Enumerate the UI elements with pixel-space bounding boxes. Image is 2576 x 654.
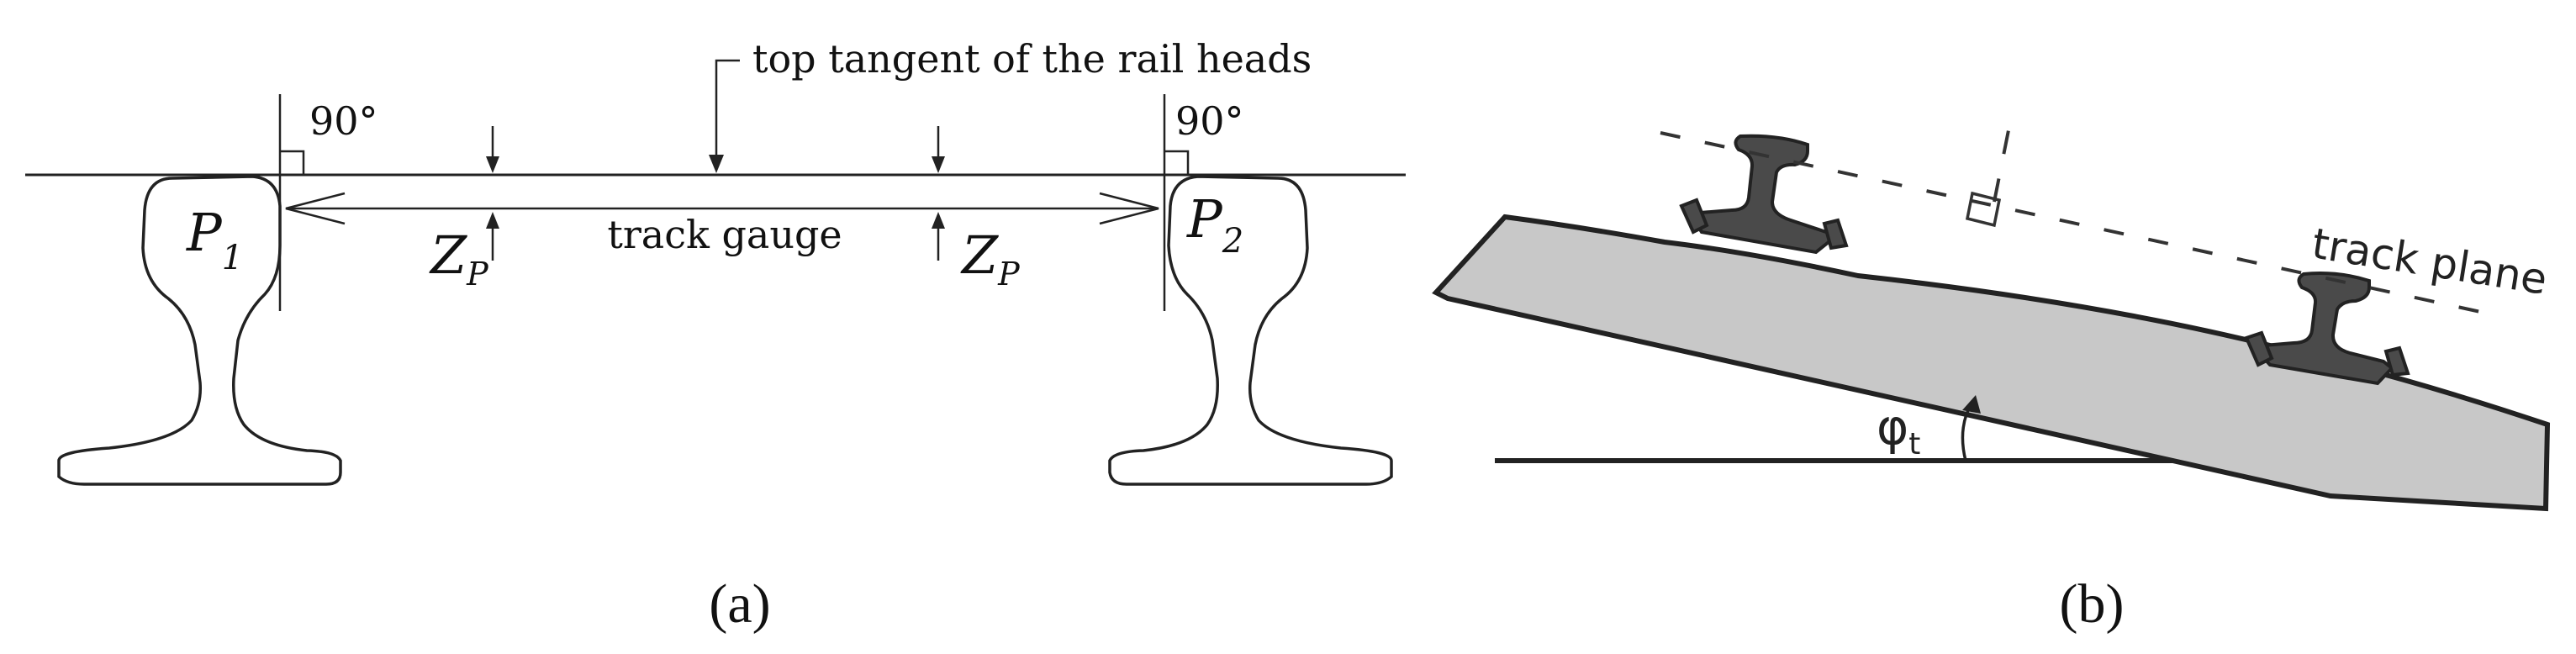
- angle-label-right: 90°: [1175, 98, 1244, 144]
- track-gauge-label: track gauge: [607, 212, 842, 257]
- sleeper-slab: [1432, 214, 2551, 512]
- angle-label-left: 90°: [309, 98, 378, 144]
- point-label-p1: P1: [186, 202, 243, 277]
- track-gauge-arrowhead-right: [1099, 192, 1159, 225]
- track-plane-right-angle-marker: [1965, 191, 2002, 228]
- caption-a: (a): [709, 573, 770, 635]
- track-plane-line: [1660, 131, 2485, 314]
- caption-b: (b): [2060, 573, 2125, 635]
- left-rail-b: [1679, 134, 1849, 255]
- panel-a: 90° 90° track gauge top tangent of the r…: [25, 36, 1406, 635]
- right-right-angle-marker: [1164, 150, 1190, 175]
- zp-label-right: ZP: [960, 224, 1021, 293]
- left-right-angle-marker: [280, 150, 305, 175]
- zp-marker-right: [932, 126, 945, 261]
- track-gauge-arrowhead-left: [285, 192, 346, 225]
- left-rail-profile: [57, 175, 342, 486]
- angle-arc-arrowhead: [1962, 395, 1981, 414]
- right-rail-b: [2244, 272, 2410, 386]
- panel-b: track plane φt (b): [1432, 117, 2551, 635]
- tangent-label: top tangent of the rail heads: [752, 36, 1312, 82]
- tangent-leader-arrowhead: [709, 155, 724, 173]
- zp-label-left: ZP: [429, 224, 489, 293]
- angle-label-phi-t: φt: [1877, 398, 1920, 461]
- point-label-p2: P2: [1186, 188, 1243, 261]
- right-rail-profile: [1108, 175, 1393, 486]
- zp-marker-left: [486, 126, 499, 261]
- track-plane-normal: [1993, 117, 2013, 203]
- tangent-label-leader: [715, 59, 740, 166]
